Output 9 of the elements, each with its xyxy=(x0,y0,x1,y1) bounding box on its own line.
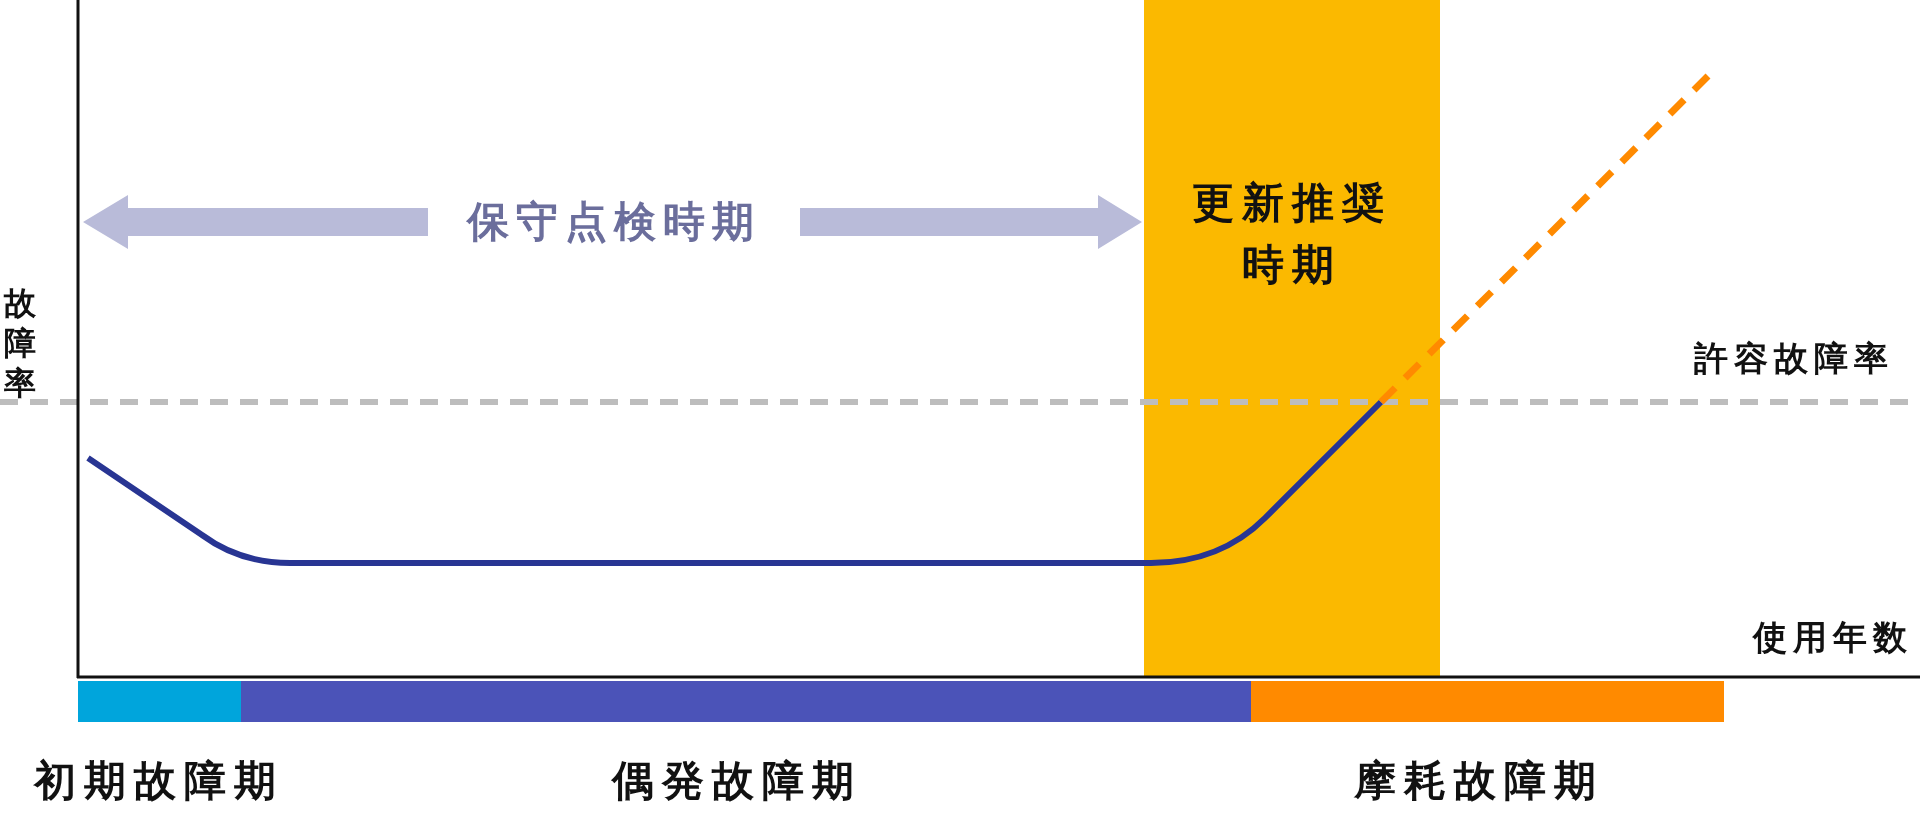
axis-label: 故障率 xyxy=(3,283,37,403)
band-label: 更新推奨時期 xyxy=(1191,177,1393,291)
span-label: 保守点検時期 xyxy=(467,196,761,248)
phase-label: 摩耗故障期 xyxy=(1354,755,1604,807)
threshold-label: 許容故障率 xyxy=(1694,337,1894,380)
phase-label: 初期故障期 xyxy=(34,755,284,807)
highlight-band xyxy=(1144,0,1440,677)
axis-label: 使用年数 xyxy=(1753,616,1913,659)
phase-label: 偶発故障期 xyxy=(612,755,862,807)
